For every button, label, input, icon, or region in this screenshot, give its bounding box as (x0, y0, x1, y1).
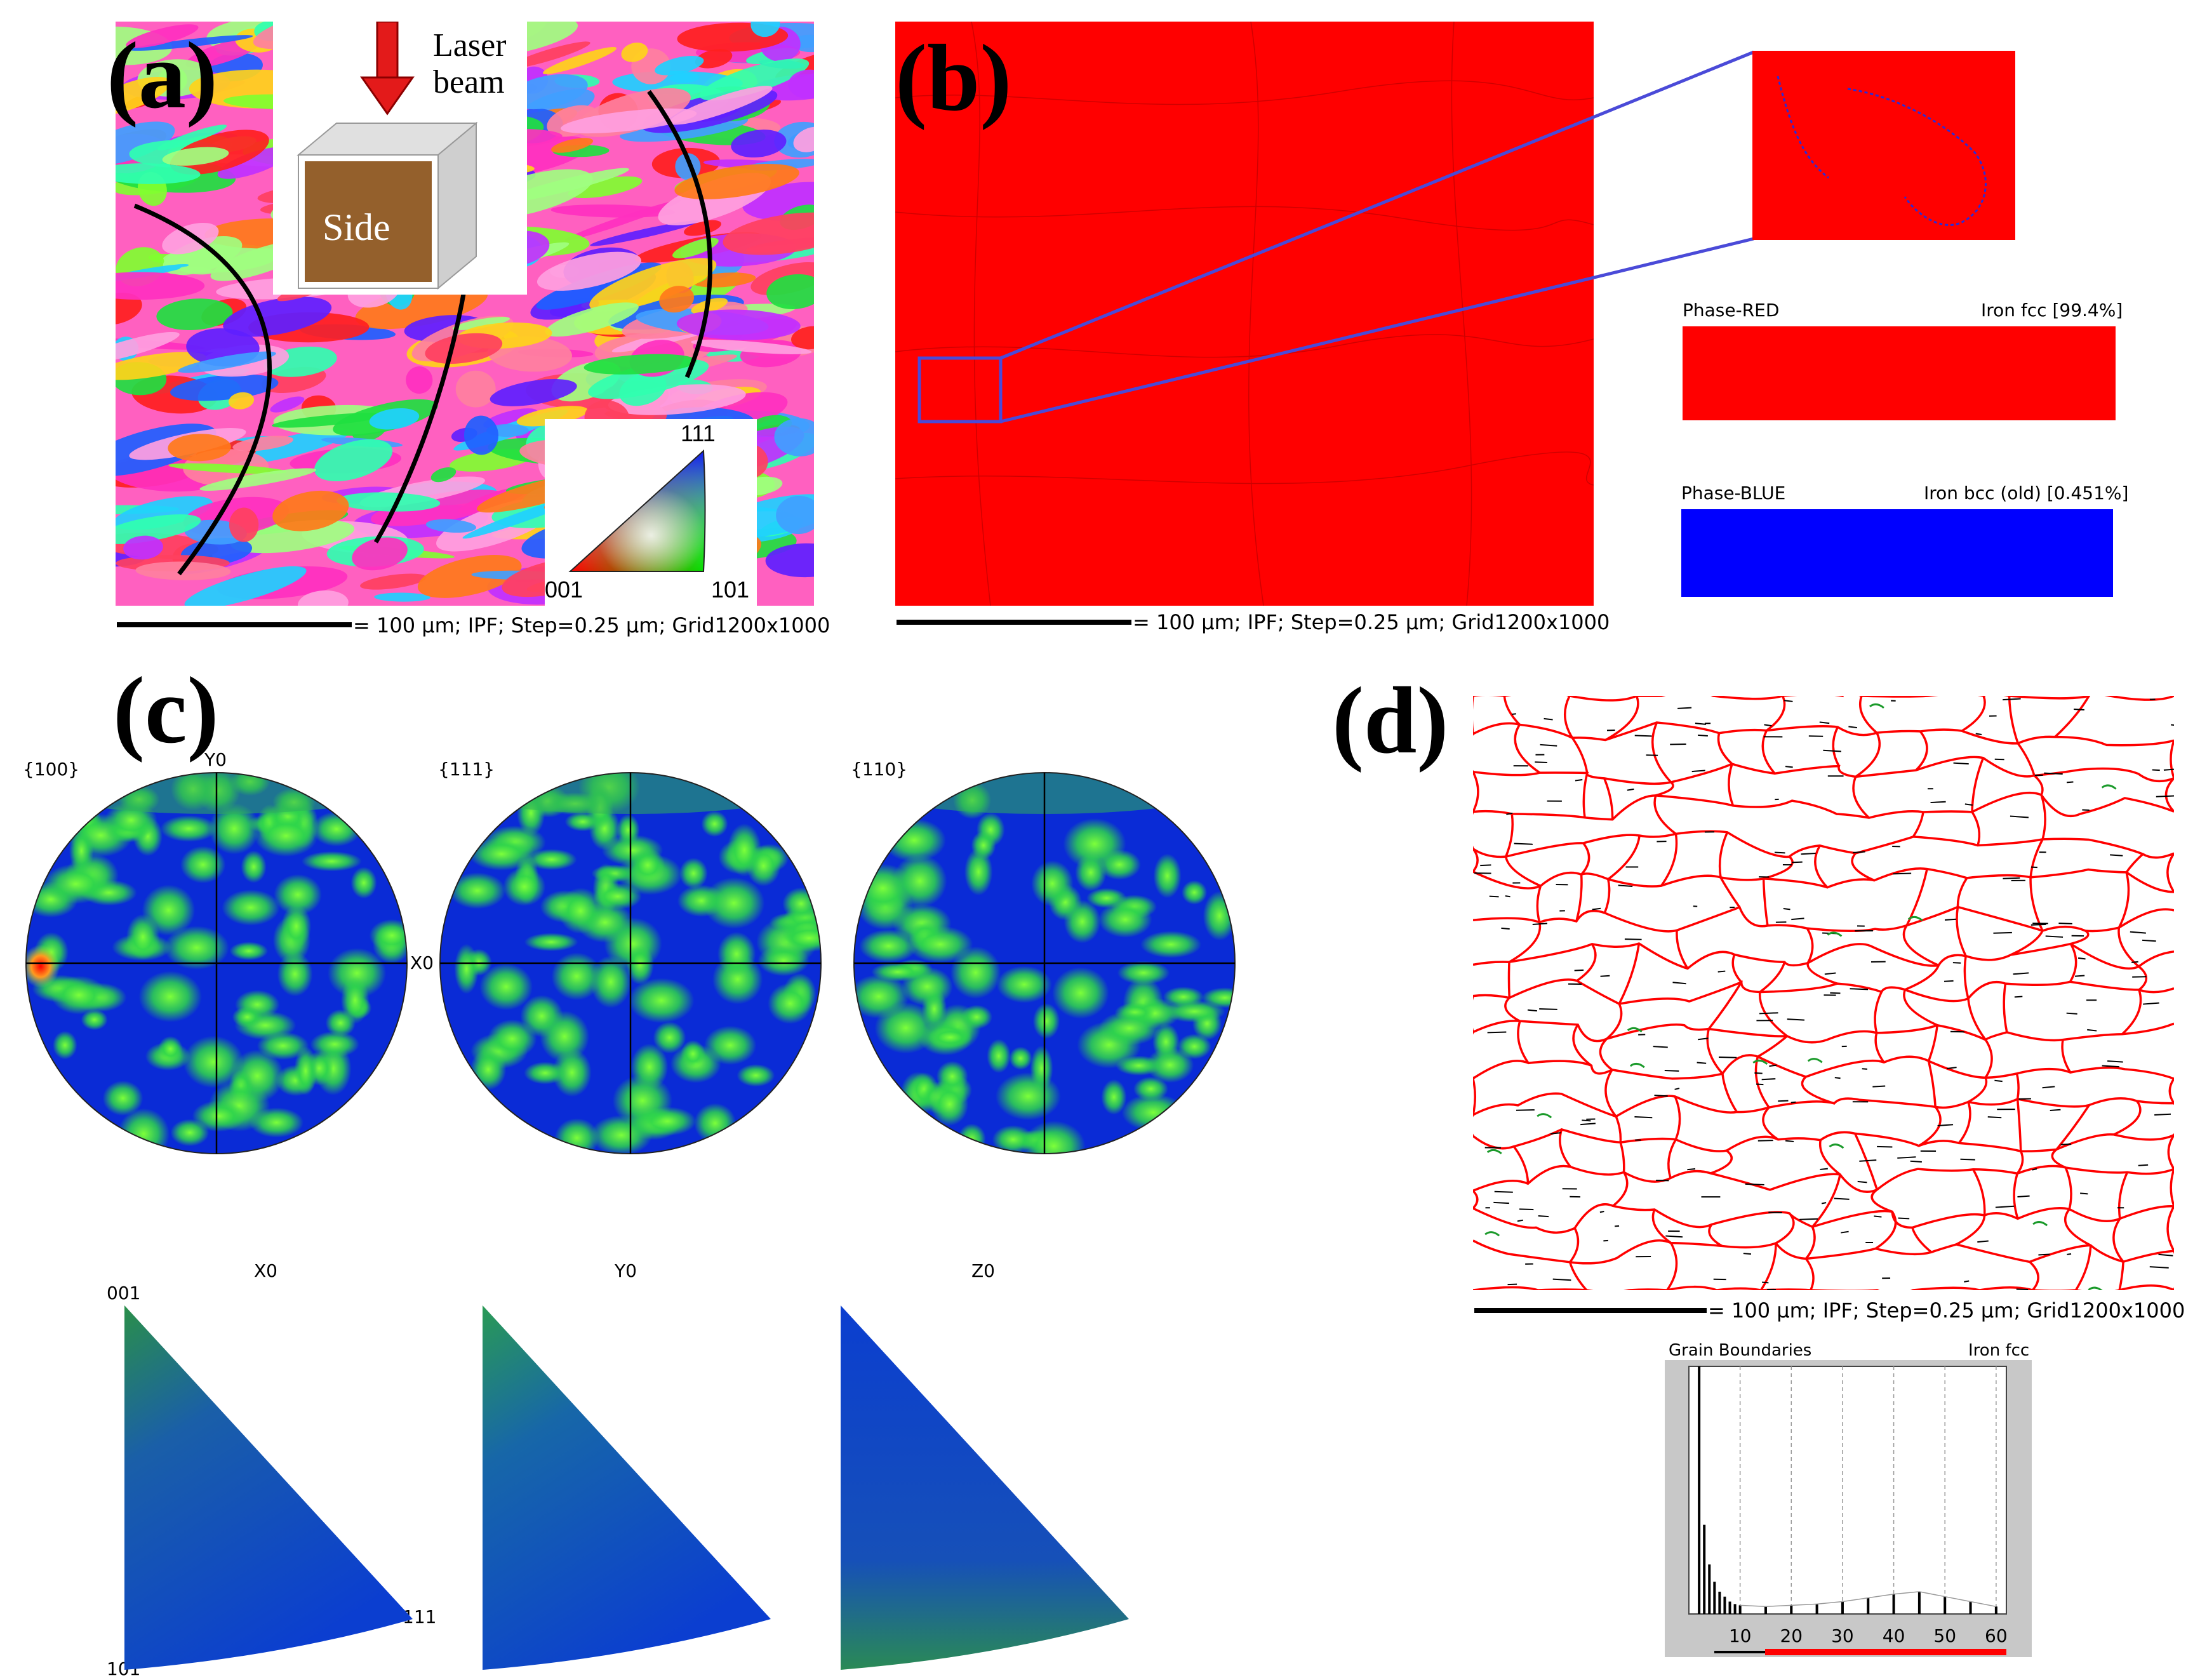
side-text: Side (323, 206, 390, 248)
pole-figure-title-110: {110} (851, 759, 908, 780)
zoom-inset-b (1752, 51, 2015, 240)
caption-a: = 100 µm; IPF; Step=0.25 µm; Grid1200x10… (353, 613, 830, 637)
histogram-bar (1764, 1606, 1767, 1614)
ipf-key-111: 111 (681, 420, 716, 446)
histogram-bar (1815, 1604, 1818, 1614)
panel-label-d: (d) (1332, 668, 1449, 773)
inverse-pole-figure-x0 (124, 1305, 413, 1670)
histogram-bar (1892, 1594, 1895, 1614)
histogram-tick-label: 20 (1780, 1625, 1803, 1646)
caption-d: = 100 µm; IPF; Step=0.25 µm; Grid1200x10… (1708, 1298, 2185, 1323)
panel-label-b: (b) (895, 25, 1012, 131)
histogram-bar (1944, 1596, 1947, 1614)
pole-figure-title-111: {111} (438, 759, 495, 780)
ipf-title-x0: X0 (254, 1260, 277, 1281)
misorientation-histogram: 10 20 30 40 50 60 (1665, 1360, 2032, 1657)
legend-red-swatch (1683, 326, 2116, 420)
histogram-bar (1713, 1582, 1716, 1614)
zoom-lines-b (1000, 50, 1754, 423)
scale-bar-a (117, 622, 352, 627)
panel-d: (d) = 100 µm; IPF; Step=0.25 µm; Grid120… (1302, 654, 2207, 1680)
grain-boundary-map-d (1473, 696, 2174, 1290)
ipf-corner-001: 001 (107, 1283, 141, 1303)
panel-a: Laser beam Side (0, 0, 838, 654)
pole-figure-100 (25, 772, 408, 1154)
histogram-bar (1728, 1601, 1731, 1614)
inverse-pole-figure-y0 (483, 1305, 771, 1670)
panel-label-a: (a) (107, 23, 218, 128)
histogram-bar (1703, 1524, 1706, 1614)
histogram-bar (1994, 1606, 1997, 1614)
panel-c: (c) {100} Y0 X0 {111} {110} X0 Y0 Z0 001… (0, 654, 1302, 1680)
histogram-bar (1723, 1596, 1726, 1614)
histogram-bar (1733, 1604, 1737, 1614)
caption-b: = 100 µm; IPF; Step=0.25 µm; Grid1200x10… (1133, 610, 1610, 634)
laser-text-line1: Laser (433, 27, 507, 63)
histogram-bar (1718, 1591, 1721, 1614)
pole-figure-title-100: {100} (23, 759, 80, 780)
ipf-color-key: 111 001 101 (545, 419, 757, 606)
ipf-title-z0: Z0 (971, 1260, 995, 1281)
pole-figure-111 (439, 772, 822, 1154)
pole-figure-y-axis-label: Y0 (204, 749, 227, 770)
legend-red-value: Iron fcc [99.4%] (1981, 300, 2123, 321)
scale-bar-d (1474, 1308, 1707, 1313)
laser-text-line2: beam (433, 64, 505, 100)
histogram-tick-label: 60 (1985, 1625, 2008, 1646)
histogram-title-left: Grain Boundaries (1669, 1341, 1812, 1360)
legend-red-name: Phase-RED (1683, 300, 1780, 321)
histogram-tick-label: 30 (1831, 1625, 1854, 1646)
histogram-bar (1867, 1597, 1870, 1614)
histogram-bar (1917, 1591, 1921, 1614)
histogram-bar (1841, 1601, 1844, 1614)
specimen-cube-icon (297, 121, 478, 290)
pole-figure-110 (853, 772, 1236, 1154)
histogram-bar (1738, 1605, 1742, 1614)
ipf-key-101: 101 (711, 577, 750, 603)
histogram-bar (1708, 1564, 1711, 1614)
histogram-tick-label: 50 (1933, 1625, 1956, 1646)
ipf-title-y0: Y0 (615, 1260, 637, 1281)
histogram-bar (1969, 1601, 1972, 1614)
histogram-tick-label: 10 (1729, 1625, 1752, 1646)
legend-blue-name: Phase-BLUE (1681, 483, 1786, 503)
inverse-pole-figure-z0 (841, 1305, 1129, 1670)
ipf-key-001: 001 (545, 577, 583, 603)
histogram-bar (1698, 1366, 1701, 1614)
pole-figure-x-axis-label: X0 (410, 952, 434, 973)
panel-label-c: (c) (113, 658, 219, 763)
legend-blue-value: Iron bcc (old) [0.451%] (1924, 483, 2129, 503)
panel-b: Phase-RED Iron fcc [99.4%] Phase-BLUE Ir… (838, 0, 2207, 654)
laser-inset: Laser beam Side (273, 22, 527, 295)
histogram-bar (1790, 1605, 1793, 1614)
laser-arrow-icon (360, 22, 415, 116)
histogram-title-right: Iron fcc (1968, 1341, 2030, 1360)
histogram-tick-label: 40 (1883, 1625, 1905, 1646)
ipf-triangle-key (568, 449, 706, 572)
legend-blue-swatch (1681, 509, 2113, 597)
phase-map-b (895, 22, 1594, 606)
scale-bar-b (897, 620, 1131, 625)
